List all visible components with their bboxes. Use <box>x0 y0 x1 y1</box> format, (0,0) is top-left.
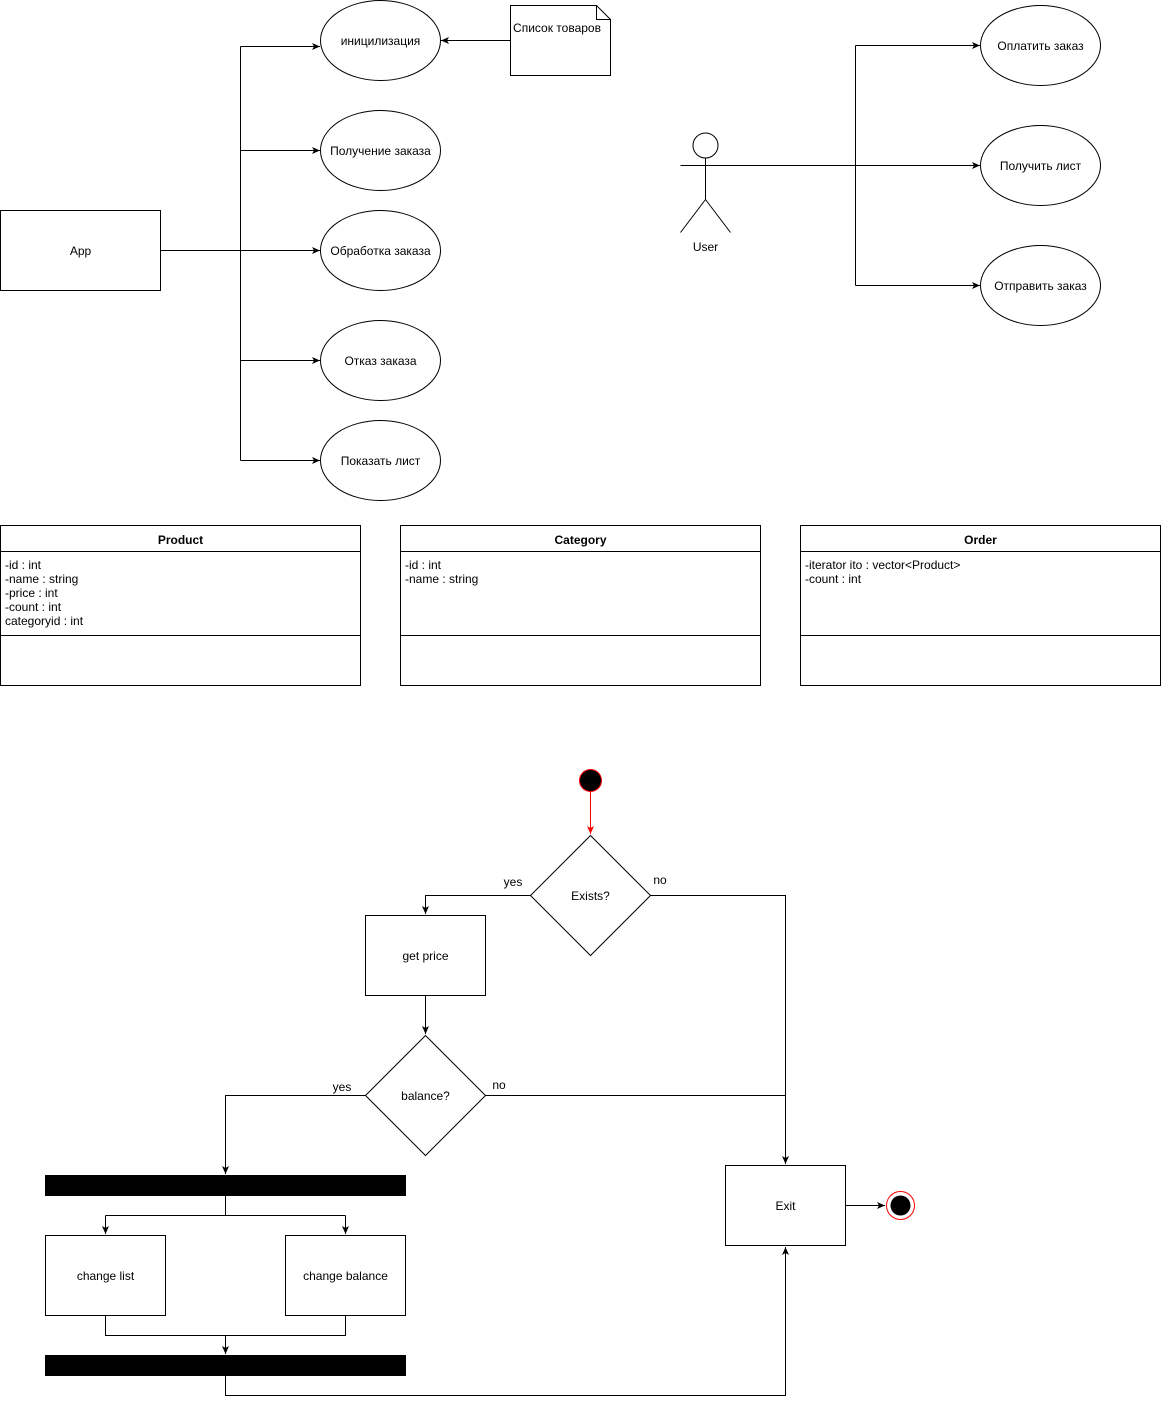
decision-balance-label: balance? <box>401 1089 450 1103</box>
action-change-balance-label: change balance <box>303 1269 388 1283</box>
note-shape <box>510 5 611 76</box>
note-fold <box>596 5 611 20</box>
label-balance-no: no <box>492 1078 506 1092</box>
action-change-list-label: change list <box>77 1269 135 1283</box>
usecase-process-order-label: Обработка заказа <box>330 244 431 258</box>
class-order-attr: -iterator ito : vector<Product> <box>805 558 960 572</box>
class-order-name: Order <box>964 533 997 547</box>
usecase-send-order-label: Отправить заказ <box>994 279 1087 293</box>
usecase-get-list-label: Получить лист <box>1000 159 1082 173</box>
usecase-reject-order <box>320 320 441 401</box>
usecase-pay-order-label: Оплатить заказ <box>997 39 1084 53</box>
class-order-box <box>800 525 1161 686</box>
edge-exists-yes <box>422 895 531 914</box>
class-product-attr: -count : int <box>5 600 62 614</box>
label-exists-yes: yes <box>504 875 523 889</box>
usecase-show-list <box>320 420 441 501</box>
class-product-name: Product <box>158 533 203 547</box>
usecase-show-list-label: Показать лист <box>341 454 421 468</box>
fork-bar <box>45 1175 406 1196</box>
label-exists-no: no <box>653 873 667 887</box>
edge-balance-yes <box>222 1095 366 1174</box>
end-node-dot <box>890 1195 911 1216</box>
app-usecase-diagram: App иницилизация Получение заказа Обрабо… <box>0 0 611 501</box>
action-change-list <box>45 1235 166 1316</box>
label-balance-yes: yes <box>333 1080 352 1094</box>
class-product-attr: -name : string <box>5 572 78 586</box>
class-category-attr: -name : string <box>405 572 478 586</box>
edge-exists-no <box>650 895 789 1164</box>
usecase-get-list <box>980 125 1101 206</box>
usecase-receive-order-label: Получение заказа <box>330 144 431 158</box>
class-diagram: Product -id : int -name : string -price … <box>0 525 1161 686</box>
class-product-attr: categoryid : int <box>5 614 84 628</box>
class-order-attr: -count : int <box>805 572 862 586</box>
action-change-balance <box>285 1235 406 1316</box>
action-get-price <box>365 915 486 996</box>
class-category-box <box>400 525 761 686</box>
user-usecase-diagram: User Оплатить заказ Получить лист Отправ… <box>680 5 1101 326</box>
app-box <box>0 210 161 291</box>
action-exit-label: Exit <box>775 1199 796 1213</box>
start-node <box>579 769 602 792</box>
class-product-box <box>0 525 361 686</box>
actor-user-icon <box>680 132 731 233</box>
usecase-pay-order <box>980 5 1101 86</box>
class-product-attr: -price : int <box>5 586 58 600</box>
action-exit <box>725 1165 846 1246</box>
class-category-name: Category <box>554 533 606 547</box>
usecase-init-label: иницилизация <box>341 34 421 48</box>
app-box-label: App <box>70 244 92 258</box>
note-label: Список товаров <box>513 21 601 35</box>
decision-exists <box>529 834 652 957</box>
usecase-reject-order-label: Отказ заказа <box>344 354 416 368</box>
decision-exists-label: Exists? <box>571 889 610 903</box>
class-category-attr: -id : int <box>405 558 442 572</box>
decision-balance <box>364 1034 487 1157</box>
edge-join-to-exit <box>225 1247 789 1396</box>
join-bar <box>45 1355 406 1376</box>
usecase-receive-order <box>320 110 441 191</box>
usecase-init <box>320 0 441 81</box>
action-get-price-label: get price <box>402 949 448 963</box>
class-product-attr: -id : int <box>5 558 42 572</box>
edge-join-merge <box>105 1315 346 1336</box>
activity-diagram: Exists? yes no get price balance? yes no… <box>45 769 915 1396</box>
usecase-send-order <box>980 245 1101 326</box>
usecase-process-order <box>320 210 441 291</box>
actor-user-label: User <box>693 240 718 254</box>
